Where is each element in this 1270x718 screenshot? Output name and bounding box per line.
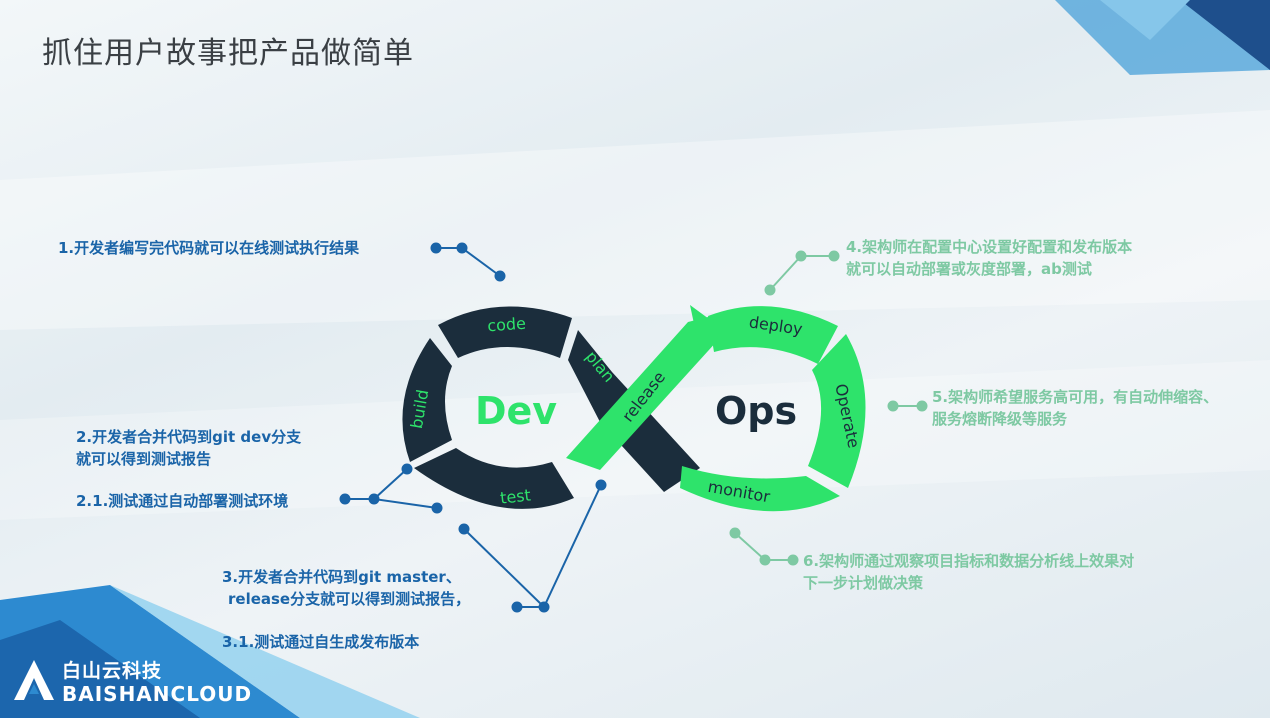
- note-2-1: 2.1.测试通过自动部署测试环境: [76, 490, 288, 512]
- note-3: 3.开发者合并代码到git master、 release分支就可以得到测试报告…: [222, 566, 470, 610]
- note-3-1: 3.1.测试通过自生成发布版本: [222, 631, 419, 653]
- stage-test-label: test: [499, 485, 532, 507]
- note-1: 1.开发者编写完代码就可以在线测试执行结果: [58, 237, 359, 259]
- stage-code-label: code: [487, 314, 527, 336]
- note-4: 4.架构师在配置中心设置好配置和发布版本 就可以自动部署或灰度部署，ab测试: [846, 236, 1132, 280]
- dev-label: Dev: [475, 389, 557, 433]
- note-6: 6.架构师通过观察项目指标和数据分析线上效果对 下一步计划做决策: [803, 550, 1134, 594]
- baishan-logo-icon: [12, 658, 56, 702]
- note-2: 2.开发者合并代码到git dev分支 就可以得到测试报告: [76, 426, 301, 470]
- brand-name-en: BAISHANCLOUD: [62, 682, 252, 706]
- brand-name-cn: 白山云科技: [62, 656, 162, 683]
- note-5: 5.架构师希望服务高可用，有自动伸缩容、 服务熔断降级等服务: [932, 386, 1218, 430]
- ops-label: Ops: [715, 389, 797, 433]
